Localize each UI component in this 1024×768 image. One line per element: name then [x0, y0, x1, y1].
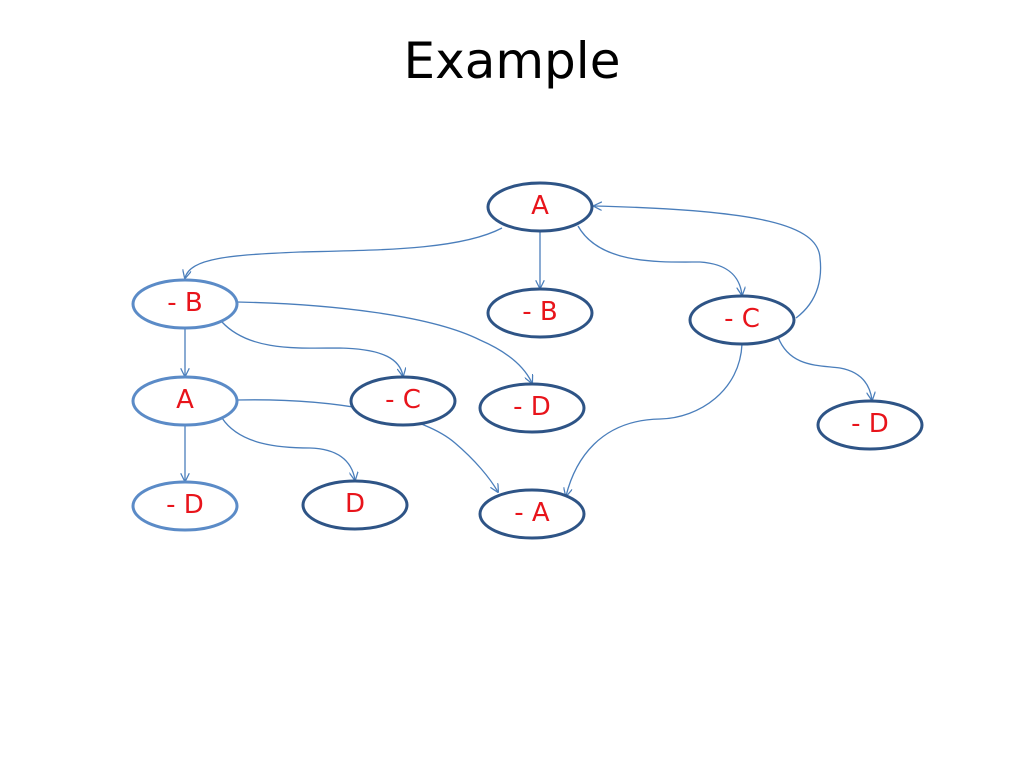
edge-root-a-to-neg-b-left — [185, 227, 503, 278]
node-neg-d-mid: - D — [478, 382, 586, 434]
node-label: - D — [166, 490, 204, 520]
edge-neg-c-right-to-neg-a-bottom — [566, 343, 743, 496]
edge-neg-b-left-to-neg-d-mid — [236, 301, 532, 383]
node-neg-c-mid: - C — [349, 375, 457, 427]
node-ellipse — [486, 181, 594, 233]
node-label: D — [345, 489, 365, 519]
node-neg-d-left: - D — [131, 480, 239, 532]
node-ellipse — [688, 294, 796, 346]
node-label: - B — [167, 288, 202, 318]
node-ellipse — [301, 479, 409, 531]
node-neg-d-right: - D — [816, 399, 924, 451]
node-ellipse — [478, 382, 586, 434]
edge-neg-c-right-to-neg-d-right — [777, 336, 872, 400]
node-a-left: A — [131, 375, 239, 427]
node-label: - C — [724, 304, 760, 334]
nodes-layer: A - B - B - C A - C - D - D - D D - A — [131, 181, 924, 540]
edge-neg-b-left-to-neg-c-mid — [221, 321, 403, 376]
edge-a-left-to-d-left — [221, 417, 355, 480]
edge-a-left-to-neg-a-bottom — [236, 399, 498, 492]
node-ellipse — [131, 480, 239, 532]
node-neg-b-left: - B — [131, 278, 239, 330]
node-ellipse — [816, 399, 924, 451]
node-ellipse — [486, 287, 594, 339]
edge-neg-c-right-to-root-a — [594, 206, 822, 319]
edge-root-a-to-neg-c-right — [577, 225, 742, 295]
node-root-a: A — [486, 181, 594, 233]
node-label: - D — [513, 392, 551, 422]
node-neg-b-mid: - B — [486, 287, 594, 339]
node-ellipse — [478, 488, 586, 540]
node-label: - C — [385, 385, 421, 415]
edges-layer — [185, 206, 872, 496]
node-neg-a-bottom: - A — [478, 488, 586, 540]
node-d-left: D — [301, 479, 409, 531]
node-ellipse — [349, 375, 457, 427]
node-neg-c-right: - C — [688, 294, 796, 346]
node-ellipse — [131, 278, 239, 330]
slide-title: Example — [403, 32, 621, 90]
node-ellipse — [131, 375, 239, 427]
node-label: A — [531, 191, 549, 221]
node-label: A — [176, 385, 194, 415]
node-label: - A — [514, 498, 550, 528]
node-label: - D — [851, 409, 889, 439]
node-label: - B — [522, 297, 557, 327]
